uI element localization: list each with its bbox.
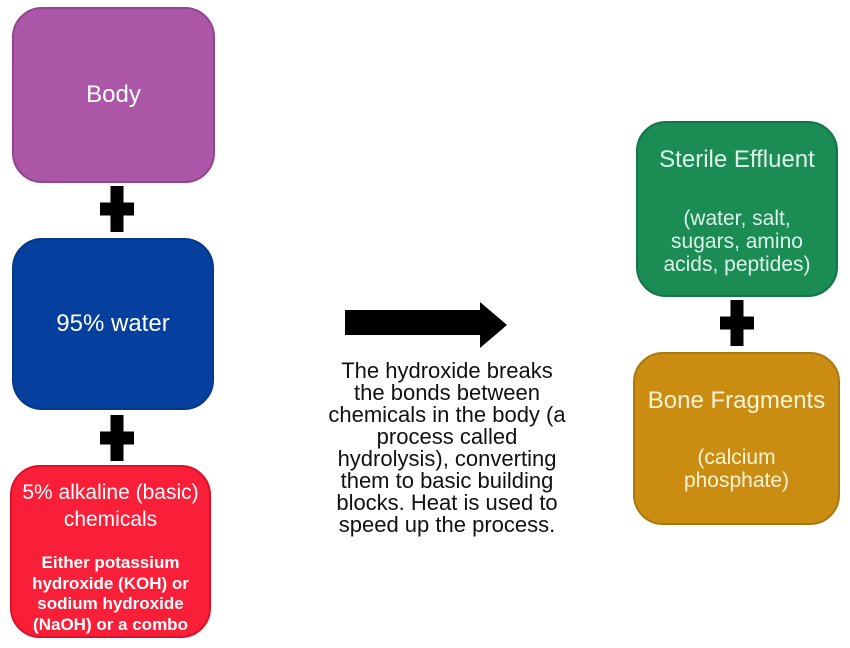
output-box-sterile-effluent: Sterile Effluent (water, salt, sugars, a… xyxy=(636,121,838,297)
output-box-sterile-effluent-detail: (water, salt, sugars, amino acids, pepti… xyxy=(663,207,811,276)
arrow-shaft xyxy=(345,310,480,335)
plus-icon xyxy=(100,415,134,461)
output-box-sterile-effluent-title: Sterile Effluent xyxy=(659,146,815,173)
process-description: The hydroxide breaks the bonds between c… xyxy=(328,358,566,537)
plus-icon xyxy=(720,300,754,346)
arrow-head xyxy=(480,302,507,348)
output-box-bone-fragments-title: Bone Fragments xyxy=(647,387,826,414)
input-box-body: Body xyxy=(12,7,215,183)
output-box-bone-fragments: Bone Fragments (calcium phosphate) xyxy=(633,352,840,525)
output-box-bone-fragments-detail: (calcium phosphate) xyxy=(683,446,790,492)
input-box-chemicals: 5% alkaline (basic) chemicals Either pot… xyxy=(10,465,211,638)
right-block-arrow-icon xyxy=(345,302,507,348)
input-box-body-label: Body xyxy=(86,81,141,108)
input-box-chemicals-title: 5% alkaline (basic) chemicals xyxy=(22,481,199,531)
input-box-water: 95% water xyxy=(12,238,214,410)
input-box-chemicals-detail: Either potassium hydroxide (KOH) or sodi… xyxy=(32,553,189,634)
plus-icon xyxy=(100,186,134,232)
input-box-water-label: 95% water xyxy=(56,310,170,337)
